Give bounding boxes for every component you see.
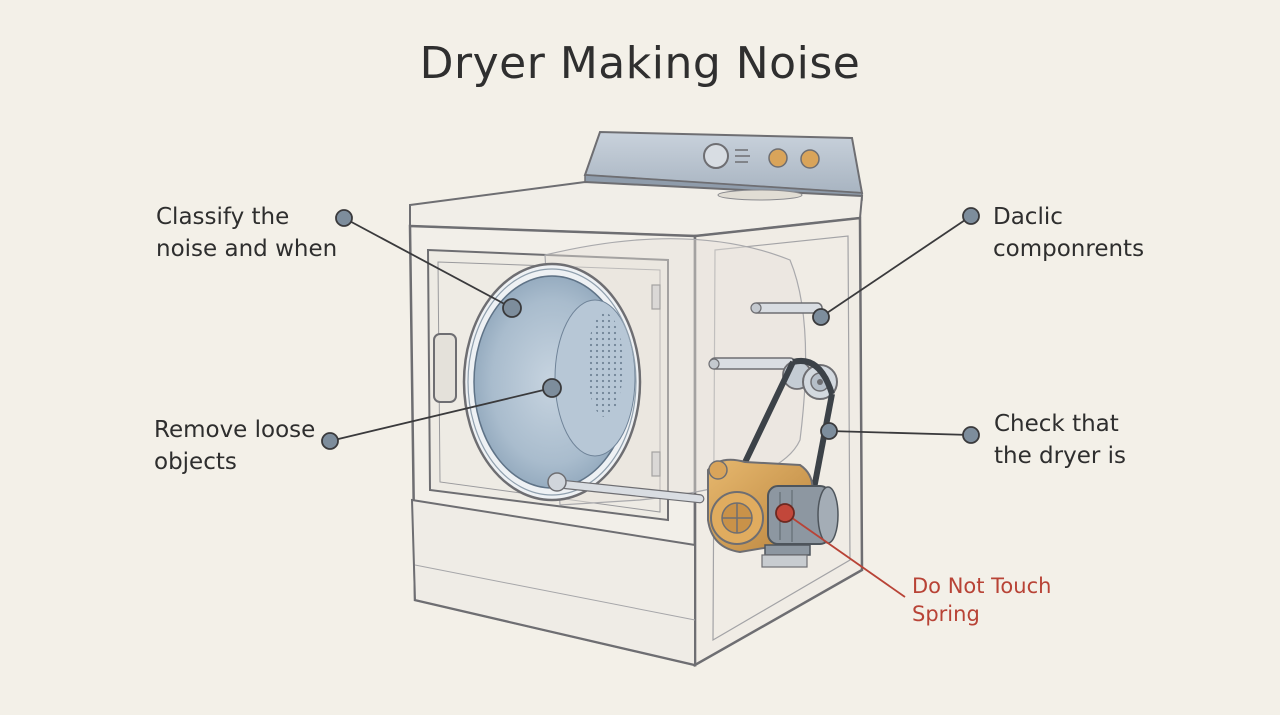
callout-dot-icon (962, 207, 980, 225)
internal-shafts (547, 302, 823, 504)
callout-text: noise and when (156, 236, 338, 262)
callout-dot-icon (962, 426, 980, 444)
callout-text: componrents (993, 236, 1145, 262)
callout-text: Check that (994, 411, 1119, 437)
dryer-side (693, 216, 864, 668)
callout-remove-objects: Remove loose objects (154, 414, 315, 478)
motor (707, 458, 839, 568)
callout-dot-icon (820, 422, 838, 440)
warning-callout-line (784, 512, 906, 598)
callout-dots (321, 207, 980, 450)
page-title: Dryer Making Noise (419, 38, 861, 89)
callout-dot-icon (542, 378, 562, 398)
callout-dot-icon (335, 209, 353, 227)
callout-text: the dryer is (994, 443, 1127, 469)
callout-dot-icon (812, 308, 830, 326)
callout-dot-icon (502, 298, 522, 318)
callout-text: Remove loose (154, 417, 316, 443)
warning-dot-icon (775, 503, 795, 523)
callout-text: Classify the (156, 204, 290, 230)
callout-text: Daclic (993, 204, 1063, 230)
button-knob-icon (768, 148, 788, 168)
callout-classify-noise: Classify the noise and when (156, 201, 337, 265)
control-panel (583, 130, 864, 201)
callout-check-dryer: Check that the dryer is (994, 408, 1126, 472)
door-handle (433, 333, 457, 403)
callout-dot-icon (321, 432, 339, 450)
callout-text: objects (154, 449, 237, 475)
warning-text: Spring (912, 602, 980, 626)
callout-warning-spring: Do Not Touch Spring (912, 572, 1051, 628)
lower-panel (410, 498, 696, 667)
button-knob-icon (800, 149, 820, 169)
callout-lines (329, 215, 972, 442)
warning-text: Do Not Touch (912, 574, 1052, 598)
dial-knob-icon (703, 143, 729, 169)
callout-components: Daclic componrents (993, 201, 1144, 265)
